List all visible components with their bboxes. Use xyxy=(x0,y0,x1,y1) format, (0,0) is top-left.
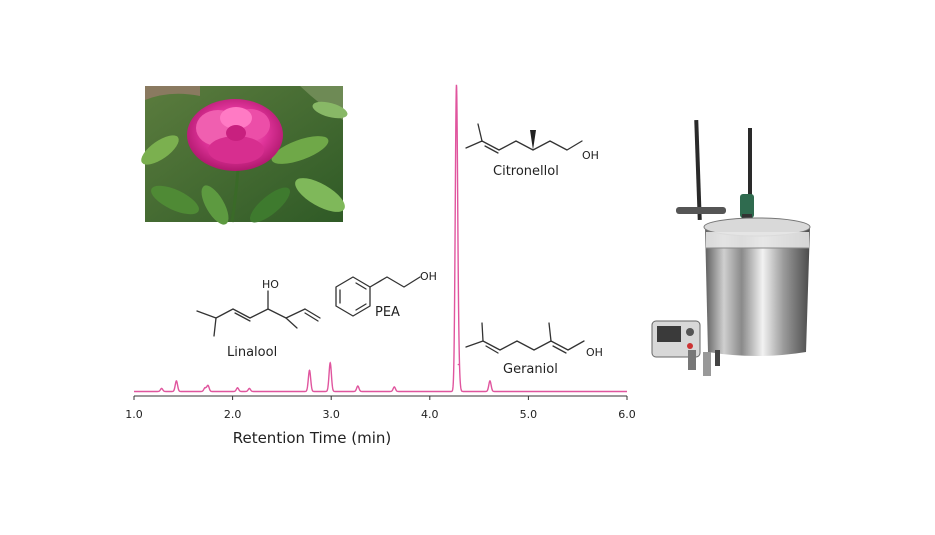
x-axis-ticks xyxy=(133,396,628,400)
peak-point xyxy=(457,363,460,366)
peak-point xyxy=(393,386,396,388)
pea-label: PEA xyxy=(375,305,400,320)
x-axis-tick-labels: 1.0 2.0 3.0 4.0 5.0 6.0 xyxy=(125,408,636,421)
peak-point xyxy=(357,385,359,387)
geraniol-label: Geraniol xyxy=(503,362,558,377)
x-tick-label: 5.0 xyxy=(520,408,538,421)
chromatogram-trace xyxy=(134,84,627,393)
x-tick-label: 3.0 xyxy=(322,408,340,421)
geraniol-oh-label: OH xyxy=(586,346,603,359)
citronellol-label: Citronellol xyxy=(493,164,559,179)
linalool-structure: HO Linalool xyxy=(196,278,321,360)
peak-point xyxy=(204,387,206,389)
peak-point xyxy=(207,384,209,387)
x-tick-label: 6.0 xyxy=(618,408,636,421)
x-axis: 1.0 2.0 3.0 4.0 5.0 6.0 Retention Time (min) xyxy=(125,395,636,447)
peak-point xyxy=(455,90,458,93)
x-tick-label: 1.0 xyxy=(125,408,143,421)
x-axis-title: Retention Time (min) xyxy=(233,429,392,447)
linalool-ho-label: HO xyxy=(262,278,279,291)
citronellol-structure: OH Citronellol xyxy=(465,123,599,179)
peak-markers xyxy=(160,90,491,390)
peak-point xyxy=(248,387,251,390)
peak-point xyxy=(160,387,163,390)
pea-structure: OH PEA xyxy=(335,270,437,320)
peak-point xyxy=(175,380,178,382)
geraniol-structure: OH Geraniol xyxy=(465,322,603,377)
peak-point xyxy=(329,362,332,364)
peak-point xyxy=(308,369,311,372)
apparatus-photo xyxy=(651,119,811,376)
flower-photo xyxy=(141,86,348,225)
x-tick-label: 2.0 xyxy=(224,408,242,421)
linalool-label: Linalool xyxy=(227,345,277,360)
pea-oh-label: OH xyxy=(420,270,437,283)
peak-point xyxy=(236,387,239,389)
citronellol-oh-label: OH xyxy=(582,149,599,162)
peak-point xyxy=(489,380,491,382)
x-tick-label: 4.0 xyxy=(421,408,439,421)
